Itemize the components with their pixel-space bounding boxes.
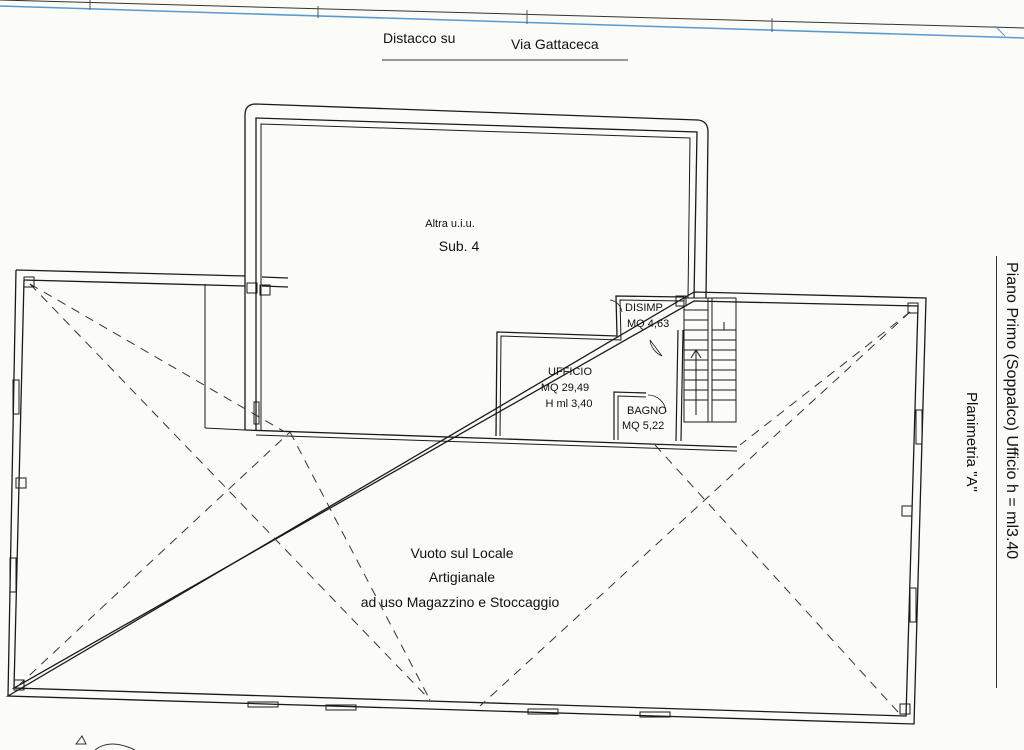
- sheet-title: Piano Primo (Soppalco) Ufficio h = ml3.4…: [1003, 262, 1020, 560]
- void-line-2: Artigianale: [428, 569, 496, 585]
- ufficio-name: UFFICIO: [548, 366, 592, 378]
- sub-4-label: Sub. 4: [438, 238, 480, 254]
- distacco-label: Distacco su: [383, 30, 456, 46]
- title-underline: [996, 256, 997, 688]
- disimp-name: DISIMP.: [625, 302, 665, 314]
- pillars: [13, 276, 919, 715]
- north-arrow-fragment: [75, 735, 136, 750]
- altra-uiu-label: Altra u.i.u.: [425, 218, 475, 230]
- street-name: Via Gattaceca: [511, 36, 599, 52]
- altra-uiu-walls: [244, 103, 709, 430]
- staircase: [683, 297, 737, 423]
- void-line-3: ad uso Magazzino e Stoccaggio: [360, 594, 560, 610]
- void-line-1: Vuoto sul Locale: [410, 545, 514, 561]
- ufficio-area: MQ 29,49: [540, 382, 590, 394]
- disimp-area: MQ 4,63: [627, 318, 670, 330]
- bagno-name: BAGNO: [627, 405, 667, 417]
- windows: [9, 379, 923, 718]
- mezzanine-edge: [244, 429, 738, 452]
- bagno-area: MQ 5,22: [622, 420, 665, 432]
- sheet-subtitle: Planimetria "A": [963, 392, 980, 492]
- void-diagonals: [17, 283, 911, 713]
- perimeter-walls: [5, 269, 927, 725]
- office-walls: [495, 295, 685, 442]
- ufficio-height: H ml 3,40: [545, 398, 593, 410]
- road-boundary: [0, 0, 1024, 61]
